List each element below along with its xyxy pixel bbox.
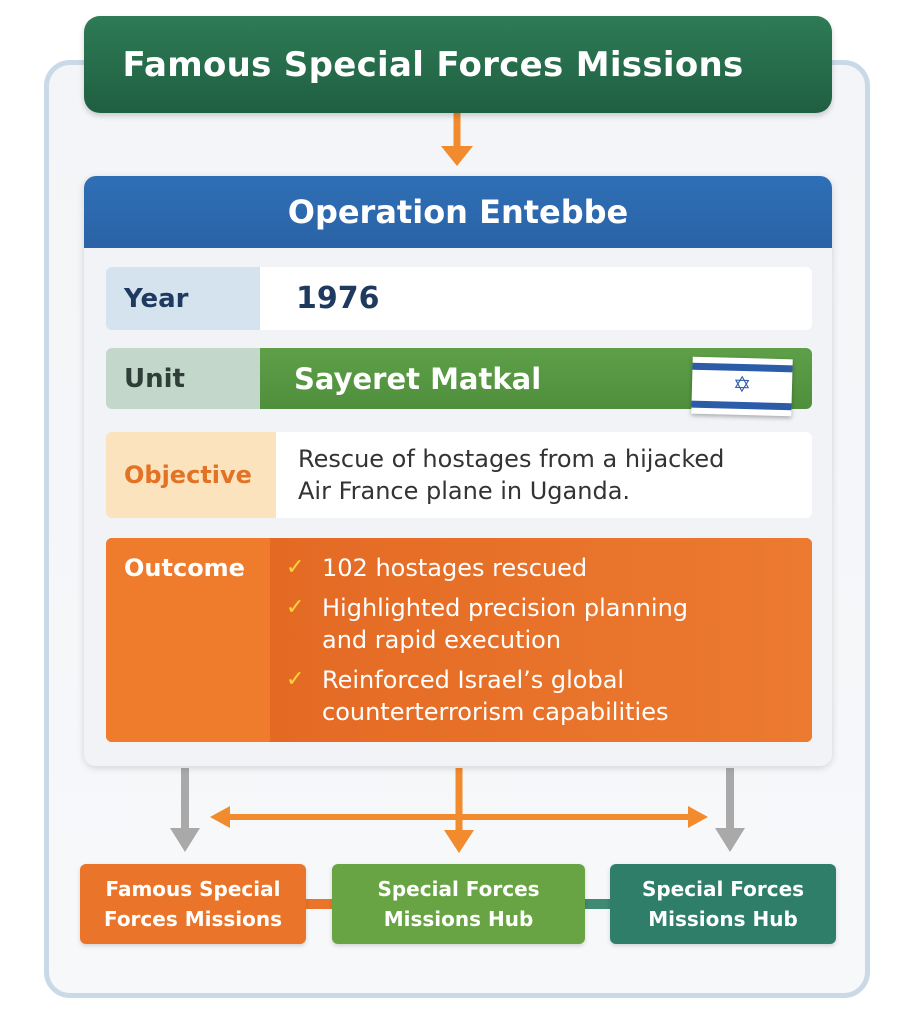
bottom-box-text: Missions Hub: [648, 907, 798, 931]
outcome-item: ✓ Highlighted precision planning and rap…: [286, 592, 762, 656]
bottom-box-text: Forces Missions: [103, 907, 283, 931]
objective-label: Objective: [106, 432, 276, 518]
year-row: Year 1976: [106, 267, 812, 330]
outcome-text: Highlighted precision planning: [322, 594, 689, 622]
objective-value: Rescue of hostages from a hijacked Air F…: [276, 432, 812, 518]
outcome-row: Outcome ✓ 102 hostages rescued ✓ Highlig…: [106, 538, 812, 742]
bottom-box-text: Missions Hub: [383, 907, 534, 931]
bottom-box-text: Famous Special: [105, 877, 281, 901]
year-value: 1976: [260, 267, 812, 330]
title-banner: Famous Special Forces Missions: [84, 16, 832, 113]
card-body: Year 1976 Unit Sayeret Matkal Objective …: [84, 248, 832, 766]
outcome-list: ✓ 102 hostages rescued ✓ Highlighted pre…: [270, 538, 812, 742]
bottom-box-text: Special Forces: [641, 877, 805, 901]
unit-label: Unit: [106, 348, 260, 409]
operation-name: Operation Entebbe: [287, 193, 629, 231]
checkmark-icon: ✓: [286, 595, 305, 620]
objective-row: Objective Rescue of hostages from a hija…: [106, 432, 812, 518]
card-header: Operation Entebbe: [84, 176, 832, 248]
bottom-box-missions-hub: Special Forces Missions Hub: [332, 864, 585, 944]
outcome-text: and rapid execution: [322, 626, 562, 654]
outcome-item: ✓ Reinforced Israel’s global counterterr…: [286, 664, 762, 728]
bottom-box-famous-missions: Famous Special Forces Missions: [80, 864, 306, 944]
year-label: Year: [106, 267, 260, 330]
outcome-text: 102 hostages rescued: [322, 554, 588, 582]
objective-line: Air France plane in Uganda.: [298, 477, 631, 505]
israel-flag-icon: ✡: [691, 356, 793, 417]
outcome-text: Reinforced Israel’s global: [322, 666, 625, 694]
objective-line: Rescue of hostages from a hijacked: [298, 445, 725, 473]
outcome-text: counterterrorism capabilities: [322, 698, 669, 726]
outcome-label: Outcome: [106, 538, 270, 742]
bottom-box-text: Special Forces: [377, 877, 540, 901]
outcome-item: ✓ 102 hostages rescued: [286, 552, 762, 584]
checkmark-icon: ✓: [286, 555, 305, 580]
page-title: Famous Special Forces Missions: [122, 44, 744, 85]
operation-card: Operation Entebbe Year 1976 Unit Sayeret…: [84, 176, 832, 766]
checkmark-icon: ✓: [286, 667, 305, 692]
bottom-box-missions-hub-2: Special Forces Missions Hub: [610, 864, 836, 944]
